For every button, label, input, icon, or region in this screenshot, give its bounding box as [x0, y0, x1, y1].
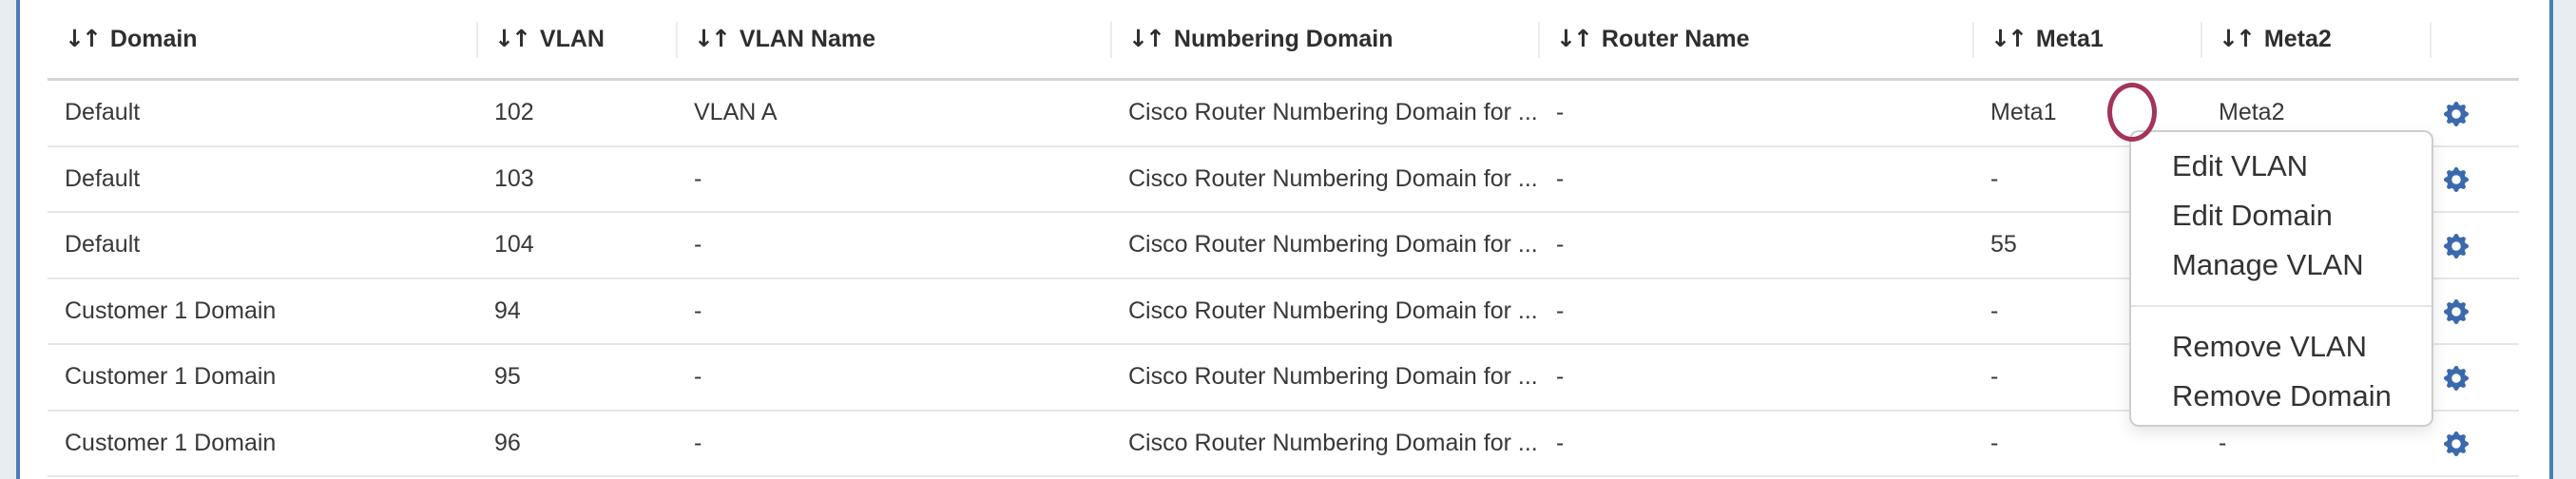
cell-vlan: 104	[477, 212, 677, 279]
column-header-router-name[interactable]: ↓↑ Router Name	[1538, 0, 1973, 81]
cell-actions	[2431, 410, 2519, 477]
cell-vlan: 102	[477, 79, 677, 147]
column-header-label: Meta2	[2263, 26, 2332, 52]
window-edge-background-right	[2553, 0, 2576, 479]
cell-domain: Customer 1 Domain	[48, 344, 477, 412]
cell-router-name: -	[1539, 79, 1973, 147]
sort-icon: ↓↑	[1556, 25, 1593, 52]
sort-icon: ↓↑	[694, 25, 731, 52]
gear-icon[interactable]	[2444, 431, 2469, 457]
cell-vlan: 94	[477, 278, 677, 345]
cell-domain: Default	[48, 145, 477, 213]
gear-icon[interactable]	[2444, 299, 2469, 325]
column-header-label: Router Name	[1601, 26, 1750, 52]
cell-domain: Customer 1 Domain	[48, 278, 477, 345]
column-header-vlan-name[interactable]: ↓↑ VLAN Name	[676, 0, 1111, 81]
menu-item-edit-domain[interactable]: Edit Domain	[2172, 199, 2333, 232]
table-header: ↓↑ Domain ↓↑ VLAN ↓↑ VLAN Name ↓↑ Numbering …	[48, 0, 2519, 81]
cell-vlan-name: -	[677, 212, 1111, 279]
cell-vlan-name: -	[677, 410, 1111, 477]
column-header-vlan[interactable]: ↓↑ VLAN	[476, 0, 677, 81]
cell-vlan-name: -	[677, 278, 1111, 345]
column-header-label: VLAN	[539, 26, 605, 52]
column-header-label: Numbering Domain	[1173, 26, 1394, 52]
cell-router-name: -	[1539, 212, 1973, 279]
cell-domain: Default	[48, 212, 477, 279]
gear-icon[interactable]	[2444, 233, 2469, 259]
window-edge-accent-left	[16, 0, 20, 479]
gear-icon[interactable]	[2444, 101, 2469, 126]
context-menu: Edit VLAN Edit Domain Manage VLAN Remove…	[2129, 130, 2433, 427]
menu-item-remove-vlan[interactable]: Remove VLAN	[2172, 330, 2368, 363]
cell-numbering-domain: Cisco Router Numbering Domain for ...	[1111, 79, 1539, 147]
column-header-meta1[interactable]: ↓↑ Meta1	[1972, 0, 2201, 81]
cell-vlan-name: -	[677, 344, 1111, 412]
cell-actions	[2431, 278, 2519, 345]
cell-actions	[2431, 344, 2519, 412]
cell-router-name: -	[1539, 278, 1973, 345]
column-header-domain[interactable]: ↓↑ Domain	[48, 0, 477, 81]
sort-icon: ↓↑	[1990, 25, 2028, 52]
cell-vlan-name: VLAN A	[677, 79, 1111, 147]
column-header-meta2[interactable]: ↓↑ Meta2	[2201, 0, 2431, 81]
cell-vlan: 95	[477, 344, 677, 412]
menu-divider	[2131, 305, 2432, 307]
cell-domain: Customer 1 Domain	[48, 410, 477, 477]
cell-numbering-domain: Cisco Router Numbering Domain for ...	[1111, 212, 1539, 279]
window-edge-accent-right	[2549, 0, 2553, 479]
menu-item-manage-vlan[interactable]: Manage VLAN	[2172, 248, 2364, 281]
column-header-label: Meta1	[2035, 26, 2104, 52]
cell-actions	[2431, 212, 2519, 279]
cell-router-name: -	[1539, 344, 1973, 412]
sort-icon: ↓↑	[494, 25, 531, 52]
menu-item-edit-vlan[interactable]: Edit VLAN	[2172, 149, 2309, 182]
cell-router-name: -	[1539, 145, 1973, 213]
cell-numbering-domain: Cisco Router Numbering Domain for ...	[1111, 344, 1539, 412]
cell-vlan-name: -	[677, 145, 1111, 213]
gear-icon[interactable]	[2444, 167, 2469, 193]
column-header-label: VLAN Name	[739, 26, 875, 52]
cell-domain: Default	[48, 79, 477, 147]
sort-icon: ↓↑	[2219, 25, 2256, 52]
menu-item-remove-domain[interactable]: Remove Domain	[2172, 379, 2392, 412]
column-header-numbering-domain[interactable]: ↓↑ Numbering Domain	[1110, 0, 1539, 81]
cell-router-name: -	[1539, 410, 1973, 477]
column-header-actions	[2430, 0, 2519, 81]
cell-vlan: 103	[477, 145, 677, 213]
cell-actions	[2431, 145, 2519, 213]
cell-numbering-domain: Cisco Router Numbering Domain for ...	[1111, 410, 1539, 477]
cell-numbering-domain: Cisco Router Numbering Domain for ...	[1111, 145, 1539, 213]
window-edge-background-left	[0, 0, 16, 479]
column-header-label: Domain	[109, 26, 198, 52]
gear-icon[interactable]	[2444, 365, 2469, 391]
cell-actions	[2431, 79, 2519, 147]
sort-icon: ↓↑	[65, 25, 102, 52]
cell-vlan: 96	[477, 410, 677, 477]
sort-icon: ↓↑	[1128, 25, 1165, 52]
cell-numbering-domain: Cisco Router Numbering Domain for ...	[1111, 278, 1539, 345]
